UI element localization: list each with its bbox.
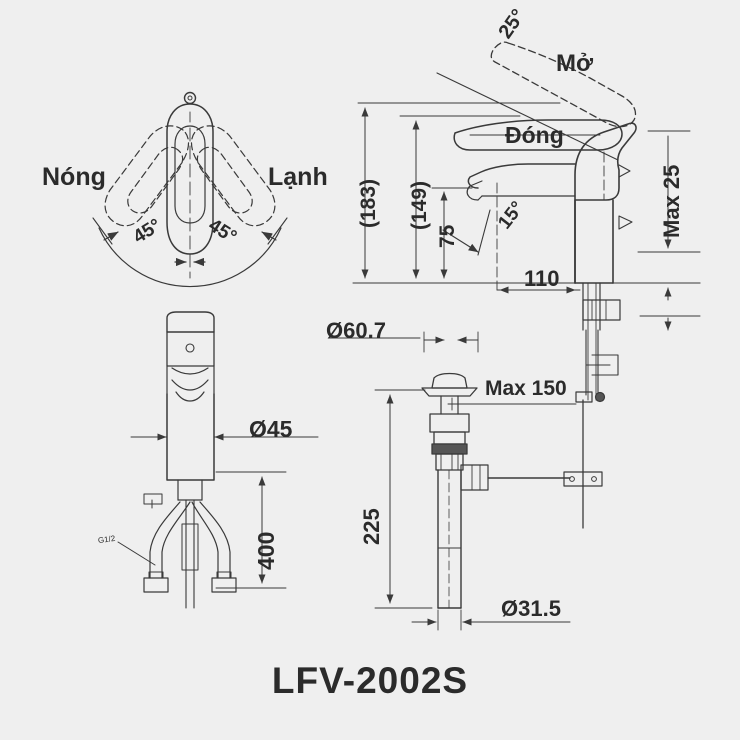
label-drain-length-225: 225	[359, 508, 384, 545]
label-hose-length-400: 400	[253, 531, 279, 570]
model-number: LFV-2002S	[271, 660, 469, 701]
drain-view-geometry	[329, 331, 606, 631]
label-tailpiece-diameter-31-5: Ø31.5	[501, 596, 561, 621]
label-spout-reach-110: 110	[524, 266, 560, 291]
label-cold: Lạnh	[268, 163, 328, 191]
label-max-deck-thickness-25: Max 25	[659, 164, 684, 238]
label-base-diameter-45: Ø45	[249, 416, 293, 442]
label-open-mo: Mở	[556, 50, 594, 77]
label-flange-diameter-60-7: Ø60.7	[326, 318, 386, 343]
front-view-geometry	[117, 311, 319, 609]
top-view-geometry	[92, 91, 288, 288]
label-close-dong: Đóng	[505, 122, 564, 148]
label-hot: Nóng	[42, 163, 106, 191]
label-spout-height-149: (149)	[408, 180, 431, 230]
label-rod-max-150: Max 150	[485, 377, 567, 400]
label-total-height-183: (183)	[357, 178, 380, 228]
side-view-geometry	[352, 41, 701, 401]
label-aerator-height-75: 75	[436, 224, 459, 248]
